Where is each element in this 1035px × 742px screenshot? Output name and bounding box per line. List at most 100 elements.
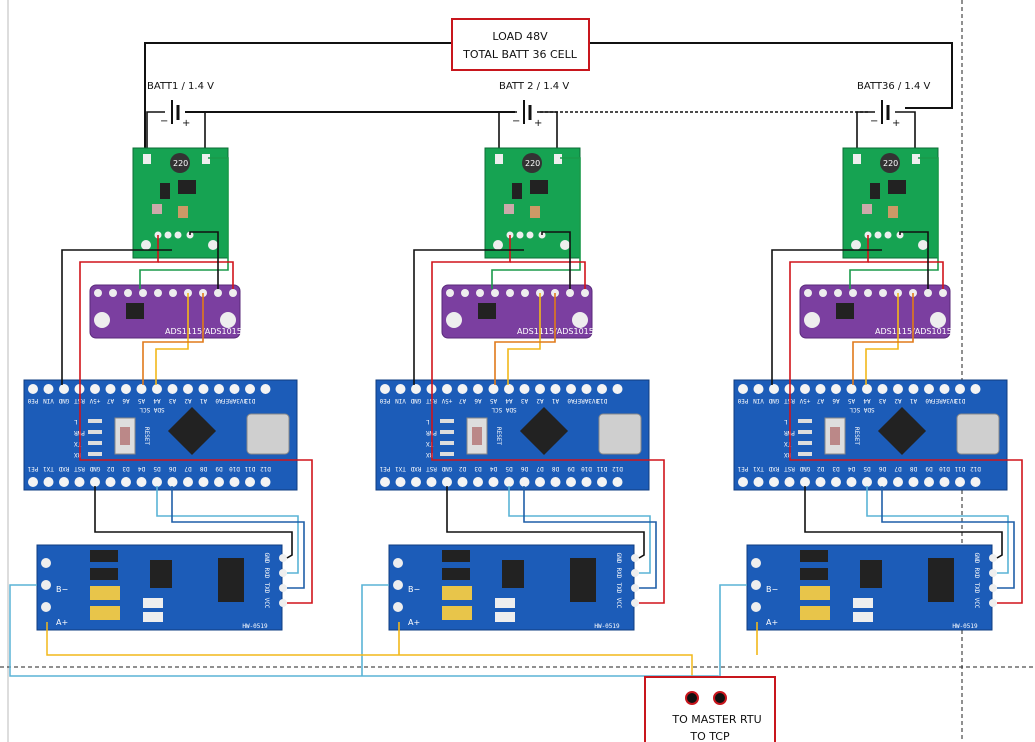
nano-bottom-pin: [550, 477, 561, 487]
rs485-led-rxd: [853, 598, 873, 608]
nano-bottom-pin: [90, 477, 100, 487]
nano-bottom-pin-label: D8: [200, 465, 208, 472]
mount-hole: [141, 240, 151, 250]
wire-black-adc: [541, 231, 571, 289]
rs485-right-pin-label: RXD: [263, 568, 270, 579]
rs485-fuse: [800, 606, 830, 620]
nano-led-label: L: [426, 418, 430, 425]
rs485-right-pin: [989, 554, 997, 562]
inductor: [522, 153, 542, 173]
rs485-fuse: [442, 606, 472, 620]
nano-bottom-pin: [800, 477, 810, 487]
usb-c-port[interactable]: [246, 413, 290, 455]
battery-minus: −: [870, 116, 878, 127]
nano-top-pin-label: A4: [153, 397, 161, 404]
adc-pin: [124, 289, 132, 297]
inductor-label: 220: [525, 159, 540, 168]
adc-pin: [819, 289, 827, 297]
rs485-diode: [442, 550, 470, 562]
reset-cap: [472, 427, 482, 445]
nano-bottom-pin-label: D12: [970, 465, 981, 472]
nano-top-pin-label: A0: [567, 397, 575, 404]
nano-bottom-pin-label: RST: [426, 465, 437, 472]
nano-bottom-pin: [535, 477, 545, 487]
nano-top-pin: [753, 384, 764, 394]
nano-bottom-pin: [473, 477, 483, 487]
rs485-right-pin: [631, 569, 639, 577]
wire-green: [491, 157, 581, 289]
mount-hole: [493, 240, 503, 250]
nano-bottom-pin: [753, 477, 764, 487]
mcu-chip: [167, 406, 217, 456]
regulator: [178, 180, 196, 194]
reset-cap: [830, 427, 840, 445]
nano-led: [88, 419, 102, 423]
pad-in-pos: [554, 154, 562, 164]
rs485-opto: [860, 560, 882, 588]
nano-led-label: TX: [784, 440, 792, 447]
wire-black-rs485: [446, 486, 645, 559]
inductor-label: 220: [173, 159, 188, 168]
rs485-transceiver: [570, 558, 596, 602]
terminal-b[interactable]: [713, 691, 727, 705]
adc-pin: [229, 289, 237, 297]
nano-bottom-pin-label: D7: [536, 465, 544, 472]
nano-top-pin: [970, 384, 981, 394]
nano-bottom-pin: [442, 477, 452, 487]
capacitor: [862, 204, 872, 214]
nano-top-pin: [535, 384, 545, 394]
usb-c-port[interactable]: [598, 413, 642, 455]
nano-top-pin-label: A5: [848, 397, 856, 404]
battery-neg-wire: [498, 111, 517, 158]
rs485-left-terminal: [41, 558, 51, 568]
nano-led-label: RX: [426, 451, 434, 458]
terminal-a[interactable]: [685, 691, 699, 705]
diode: [160, 183, 170, 199]
nano-top-pin-label: A7: [817, 397, 825, 404]
wire-lightblue-rxd: [156, 486, 299, 574]
rs485-fuse: [90, 586, 120, 600]
nano-led-label: L: [784, 418, 788, 425]
output-pad: [516, 231, 524, 239]
nano-top-pin-label: 3V3AREF: [221, 397, 247, 404]
nano-bottom-pin: [105, 477, 116, 487]
rs485-left-terminal: [393, 580, 403, 590]
nano-top-pin-label: D13: [244, 397, 255, 404]
rs485-led-rxd: [495, 598, 515, 608]
nano-bottom-pin-label: D7: [184, 465, 192, 472]
nano-bottom-pin: [769, 477, 779, 487]
capacitor: [504, 204, 514, 214]
adc-chip: [478, 303, 496, 319]
rs485-a-label: A+: [408, 618, 420, 627]
nano-bottom-pin: [245, 477, 255, 487]
nano-bottom-pin: [411, 477, 421, 487]
nano-bottom-pin: [395, 477, 406, 487]
wire-darkblue-txd: [881, 486, 1015, 589]
nano-top-pin: [566, 384, 576, 394]
rs485-diode: [90, 568, 118, 580]
usb-c-port[interactable]: [956, 413, 1000, 455]
nano-top-pin: [473, 384, 483, 394]
nano-top-pin: [245, 384, 255, 394]
nano-top-pin: [214, 384, 224, 394]
boost-converter-board: 220: [132, 147, 229, 259]
nano-top-pin: [815, 384, 826, 394]
adc-pin: [154, 289, 162, 297]
nano-top-pin-label: PE0: [27, 397, 38, 404]
boost-converter-board: 220: [842, 147, 939, 259]
nano-top-pin: [581, 384, 592, 394]
nano-bottom-pin: [380, 477, 390, 487]
wire-red-adc: [510, 261, 586, 289]
nano-top-pin: [597, 384, 607, 394]
adc-pin: [834, 289, 842, 297]
nano-bottom-pin-label: D8: [910, 465, 918, 472]
nano-bottom-pin-label: D12: [260, 465, 271, 472]
reset-cap: [120, 427, 130, 445]
capacitor: [178, 206, 188, 218]
nano-top-pin-label: +5V: [89, 397, 100, 404]
adc-pin: [169, 289, 177, 297]
nano-top-pin-label: A6: [122, 397, 130, 404]
mount-hole: [851, 240, 861, 250]
